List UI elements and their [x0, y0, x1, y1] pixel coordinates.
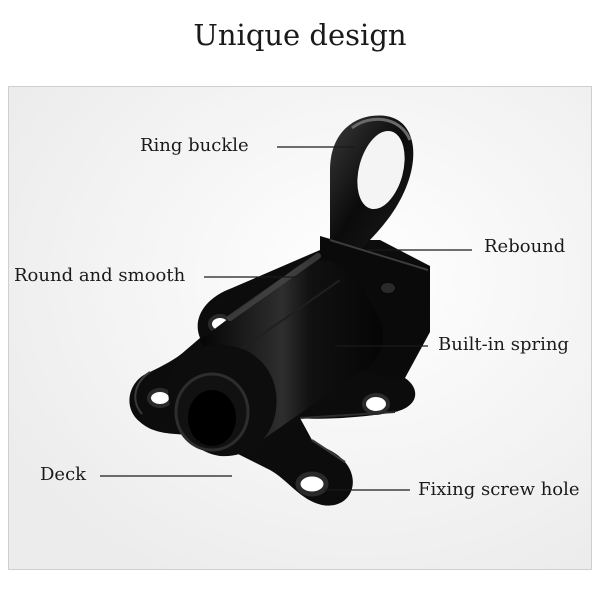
barrel: [168, 253, 384, 457]
label-round-and-smooth: Round and smooth: [14, 265, 186, 286]
leader-lines: [100, 146, 472, 491]
label-fixing-screw-hole: Fixing screw hole: [418, 479, 580, 500]
label-ring-buckle: Ring buckle: [140, 135, 249, 156]
label-built-in-spring: Built-in spring: [438, 334, 569, 355]
label-rebound: Rebound: [484, 236, 566, 257]
ring-buckle: [330, 115, 414, 250]
label-deck: Deck: [40, 464, 87, 485]
diagram-title: Unique design: [193, 18, 407, 52]
